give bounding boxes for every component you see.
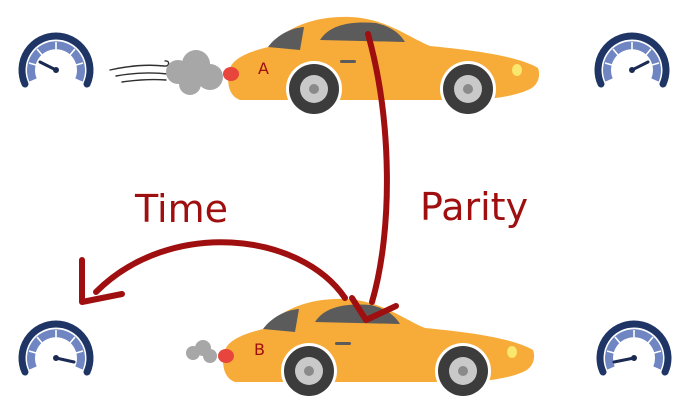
speedometer-icon-bottom-left: [22, 324, 90, 372]
speed-lines-icon: [109, 60, 173, 83]
car-b: B: [218, 298, 535, 399]
car-a: A: [223, 16, 540, 118]
time-arrow: [79, 239, 348, 305]
gauge-needles: [38, 60, 650, 364]
car-a-label: A: [258, 59, 269, 78]
speedometer-icon-top-left: [22, 36, 90, 84]
time-label: Time: [134, 187, 228, 231]
car-b-label: B: [254, 340, 265, 359]
exhaust-smoke-icon-car-b: [186, 340, 217, 363]
parity-arrow: [349, 31, 399, 323]
parity-label: Parity: [420, 185, 528, 229]
speedometer-icon-bottom-right: [600, 324, 668, 372]
exhaust-smoke-icon-car-a: [166, 50, 223, 95]
speedometer-icon-top-right: [598, 36, 666, 84]
